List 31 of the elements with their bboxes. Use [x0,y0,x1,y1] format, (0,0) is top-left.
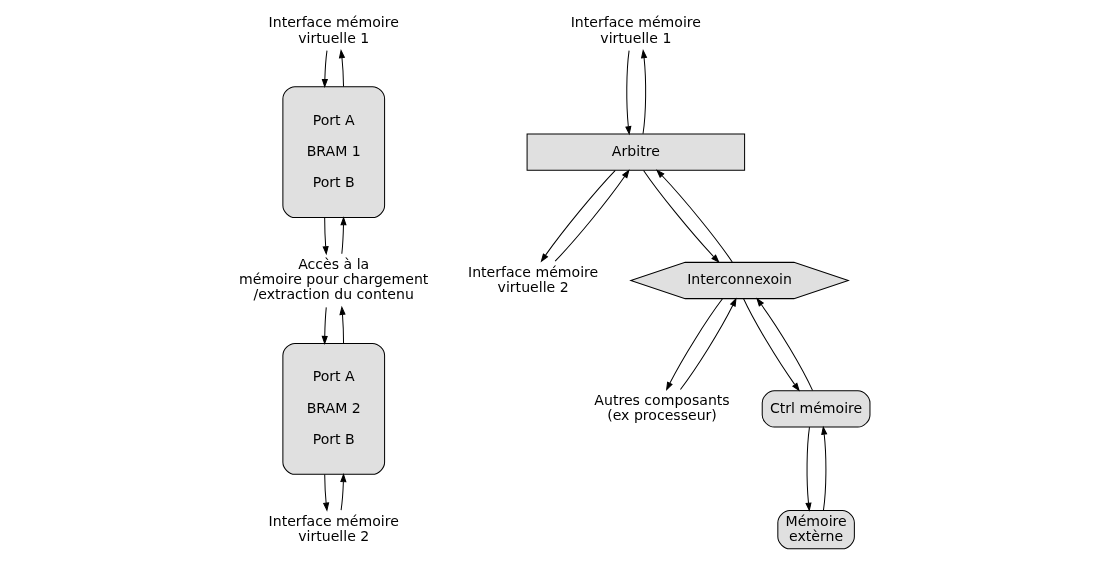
arrow [322,217,329,256]
node-text: Interface mémoire virtuelle 1 [570,14,701,46]
arrow [743,298,800,392]
node-box: Ctrl mémoire [761,390,871,428]
node-box: Mémoire extèrne [777,510,855,550]
node-box: Arbitre [526,133,746,171]
arrow [321,306,328,345]
arrow [338,49,346,88]
arrow [756,297,814,391]
node-text: Accès à la mémoire pour chargement /extraction du contenu [239,256,429,303]
node-text: Interface mémoire virtuelle 2 [467,263,599,295]
node-box: Port A BRAM 2 Port B [282,342,386,475]
arrow [821,425,828,511]
arrow [625,50,632,136]
arrow [679,297,737,391]
node-text: Autres composants (ex processeur) [594,392,730,424]
arrow [339,305,346,344]
arrow [640,49,648,135]
node-box: Port A BRAM 1 Port B [282,86,386,219]
arrow [805,426,812,512]
arrow [340,216,347,255]
node-text: Interface mémoire virtuelle 1 [268,14,399,46]
arrow [540,169,616,263]
node-text: Interface mémoire virtuelle 2 [268,512,399,545]
arrow [554,169,630,262]
arrow [321,50,329,89]
arrow [322,474,330,512]
arrow [656,169,733,263]
arrow [666,298,723,391]
arrow [340,473,347,511]
arrow [643,169,720,264]
